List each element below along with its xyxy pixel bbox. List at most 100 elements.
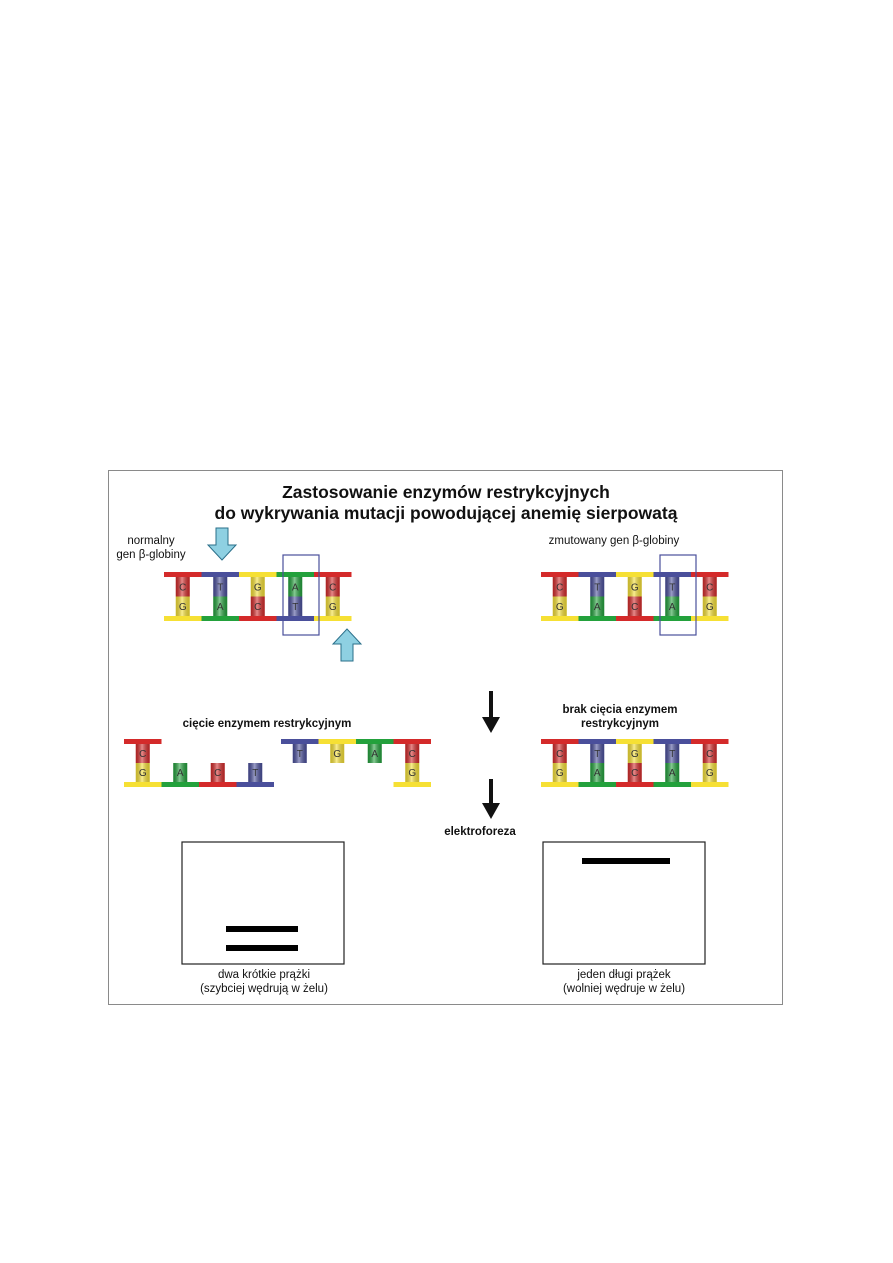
electrophoresis-label: elektroforeza: [444, 826, 516, 838]
process-arrow-down-head-icon: [482, 717, 500, 733]
dna-cut-left-bottom-base-1-shade: [173, 763, 188, 782]
dna-nocut-top-base-3-shade: [665, 744, 680, 763]
cut-site-arrow-down-icon: [206, 527, 238, 561]
dna-cut-right-top-base-0-shade: [292, 744, 307, 763]
dna-cut-right-top-base-2-shade: [367, 744, 382, 763]
dna-normal-top-backbone-1: [201, 572, 239, 577]
mutated-site-highlight: [659, 554, 697, 636]
dna-mutated-bottom-backbone-2: [616, 616, 654, 621]
dna-cut-left-bottom-base-0-letter: G: [139, 768, 147, 779]
dna-normal-bottom-base-2-shade: [250, 596, 265, 616]
dna-mutated-bottom-base-2-letter: C: [631, 602, 638, 613]
dna-cut-right-top-base-2-letter: A: [371, 749, 378, 760]
dna-nocut-bottom-base-1-shade: [590, 763, 605, 782]
dna-nocut-top-base-4-letter: C: [706, 749, 713, 760]
dna-normal-top-base-1-shade: [213, 577, 228, 597]
dna-mutated-bottom-base-1-shade: [590, 596, 605, 616]
title-line-1: Zastosowanie enzymów restrykcyjnych: [282, 482, 610, 502]
no-cut-label-2: restrykcyjnym: [581, 718, 659, 730]
dna-nocut-bottom-base-3-shade: [665, 763, 680, 782]
dna-mutated-top-base-4-letter: C: [706, 582, 713, 593]
dna-normal-top-backbone-0: [164, 572, 202, 577]
dna-nocut-top-backbone-4: [691, 739, 729, 744]
dna-normal-top-base-3-letter: A: [292, 582, 299, 593]
dna-mutated-bottom-backbone-1: [578, 616, 616, 621]
dna-cut-right-top-base-0-letter: T: [297, 749, 303, 760]
dna-cut-right-bottom-base-3-letter: G: [408, 768, 416, 779]
dna-cut-left-bottom-base-1-letter: A: [177, 768, 184, 779]
diagram-canvas: Zastosowanie enzymów restrykcyjnych do w…: [116, 482, 729, 995]
dna-mutated-top-base-0-shade: [552, 577, 567, 597]
gel-left-band-2: [226, 945, 298, 951]
dna-normal-bottom-backbone-4: [314, 616, 352, 621]
gel-right-caption-1: jeden długi prążek: [576, 969, 671, 981]
dna-normal-top-base-1-letter: T: [217, 582, 223, 593]
gel-right-caption-2: (wolniej wędruje w żelu): [563, 983, 685, 995]
dna-cut-right-top-base-1-letter: G: [333, 749, 341, 760]
dna-mutated-bottom-base-2-shade: [627, 596, 642, 616]
dna-normal-bottom-base-4-shade: [325, 596, 340, 616]
dna-nocut-bottom-base-3-letter: A: [669, 768, 676, 779]
dna-cut-left-bottom-backbone-3: [236, 782, 274, 787]
cut-label: cięcie enzymem restrykcyjnym: [183, 718, 352, 730]
dna-nocut-bottom-base-2-letter: C: [631, 768, 638, 779]
dna-cut-left-bottom-backbone-2: [199, 782, 237, 787]
normal-gene-label-1: normalny: [127, 535, 175, 547]
dna-normal-bottom-backbone-1: [201, 616, 239, 621]
cut-site-arrow-up-icon: [331, 628, 363, 662]
dna-normal-top-base-0-shade: [175, 577, 190, 597]
dna-cut-left-top-base-0-shade: [135, 744, 150, 763]
no-cut-label-1: brak cięcia enzymem: [562, 704, 677, 716]
dna-nocut-top-backbone-2: [616, 739, 654, 744]
dna-mutated-bottom-backbone-0: [541, 616, 579, 621]
dna-nocut-bottom-base-4-shade: [702, 763, 717, 782]
dna-mutated-top-backbone-2: [616, 572, 654, 577]
dna-cut-right-top-base-3-shade: [405, 744, 420, 763]
dna-cut-right-bottom-base-3-shade: [405, 763, 420, 782]
dna-normal-bottom-backbone-2: [239, 616, 277, 621]
dna-cut-right-top-base-1-shade: [330, 744, 345, 763]
dna-mutated-top-backbone-1: [578, 572, 616, 577]
dna-cut-left-top-backbone-0: [124, 739, 162, 744]
dna-nocut-top-base-0-shade: [552, 744, 567, 763]
dna-nocut-top-base-1-letter: T: [594, 749, 600, 760]
dna-mutated-top-base-3-letter: T: [669, 582, 675, 593]
dna-nocut-top-base-2-shade: [627, 744, 642, 763]
dna-normal-bottom-base-1-shade: [213, 596, 228, 616]
dna-normal-top-base-0-letter: C: [179, 582, 186, 593]
dna-mutated-top-base-0-letter: C: [556, 582, 563, 593]
dna-normal-bottom-base-3-letter: T: [292, 602, 298, 613]
dna-normal-bottom-backbone-3: [276, 616, 314, 621]
dna-normal-top-base-4-letter: C: [329, 582, 336, 593]
dna-mutated-bottom-base-3-shade: [665, 596, 680, 616]
dna-mutated-bottom-backbone-3: [653, 616, 691, 621]
dna-mutated-bottom-base-4-shade: [702, 596, 717, 616]
dna-nocut-bottom-base-0-shade: [552, 763, 567, 782]
dna-normal-top-base-4-shade: [325, 577, 340, 597]
dna-normal-top-backbone-3: [276, 572, 314, 577]
dna-cut-left-bottom-base-2-shade: [210, 763, 225, 782]
electrophoresis-arrow-down-head-icon: [482, 803, 500, 819]
dna-nocut-bottom-base-4-letter: G: [706, 768, 714, 779]
dna-normal-bottom-base-1-letter: A: [217, 602, 224, 613]
dna-mutated-bottom-base-0-shade: [552, 596, 567, 616]
dna-mutated-top-backbone-3: [653, 572, 691, 577]
dna-cut-left-bottom-base-3-letter: T: [252, 768, 258, 779]
gel-right-band-1: [582, 858, 670, 864]
dna-mutated-top-backbone-4: [691, 572, 729, 577]
dna-nocut-top-base-2-letter: G: [631, 749, 639, 760]
dna-normal-top-base-3-shade: [288, 577, 303, 597]
dna-normal-top-backbone-4: [314, 572, 352, 577]
dna-mutated-bottom-base-1-letter: A: [594, 602, 601, 613]
dna-nocut-top-base-4-shade: [702, 744, 717, 763]
dna-nocut-top-base-3-letter: T: [669, 749, 675, 760]
dna-mutated-top-base-1-letter: T: [594, 582, 600, 593]
dna-cut-left-bottom-base-2-letter: C: [214, 768, 221, 779]
normal-gene-label-2: gen β-globiny: [116, 549, 186, 561]
dna-mutated-bottom-base-0-letter: G: [556, 602, 564, 613]
dna-nocut-bottom-base-2-shade: [627, 763, 642, 782]
title-line-2: do wykrywania mutacji powodującej anemię…: [215, 503, 678, 523]
gel-left-caption-1: dwa krótkie prążki: [218, 969, 310, 981]
dna-cut-left-bottom-base-3-shade: [248, 763, 263, 782]
